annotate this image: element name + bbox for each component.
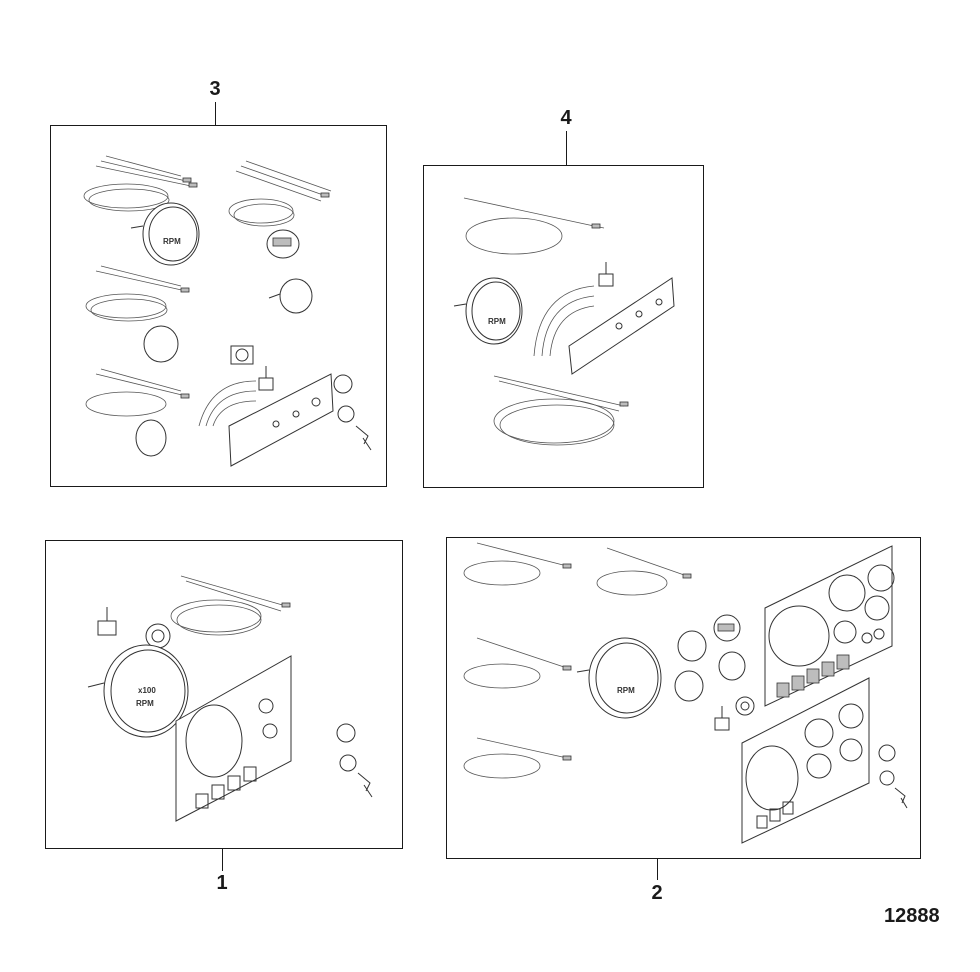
digital-gauge — [266, 229, 300, 259]
key-switch — [878, 744, 908, 809]
wiring-harness — [596, 547, 692, 596]
gauge — [718, 651, 746, 681]
gauge — [674, 670, 704, 702]
wiring-harness — [463, 737, 572, 779]
tachometer-gauge: RPM x100 — [87, 644, 189, 738]
wiring-harness — [463, 542, 572, 586]
toggle-switch — [598, 262, 614, 287]
svg-text:RPM: RPM — [163, 237, 181, 246]
svg-text:x100: x100 — [138, 686, 156, 695]
svg-text:RPM: RPM — [136, 699, 154, 708]
panel-4-gauge-kit: RPM — [423, 165, 704, 488]
figure-id: 12888 — [884, 905, 940, 927]
panel-2-gauge-kit: RPM — [446, 537, 921, 859]
callout-3: 3 — [209, 78, 221, 100]
ignition-switch — [230, 345, 254, 365]
tachometer-gauge: RPM — [453, 277, 523, 345]
callout-2: 2 — [651, 882, 663, 904]
callout-4: 4 — [560, 107, 572, 129]
wiring-harness — [170, 575, 291, 636]
wiring-harness — [85, 368, 190, 417]
dash-panel — [175, 655, 292, 822]
wiring-harness — [463, 197, 605, 255]
gauge — [268, 278, 313, 314]
wiring-harness — [463, 637, 572, 689]
wiring-harness — [85, 265, 190, 322]
key-switch — [333, 374, 372, 451]
mounting-bracket — [533, 277, 675, 375]
wiring-harness — [83, 155, 198, 212]
gauge — [135, 419, 167, 457]
leader-line-2 — [657, 859, 658, 880]
gauge — [677, 630, 707, 662]
key-switch — [336, 723, 373, 798]
leader-line-3 — [215, 102, 216, 125]
gauge — [143, 325, 179, 363]
tachometer-gauge: RPM — [576, 637, 662, 719]
svg-text:RPM: RPM — [617, 686, 635, 695]
mounting-bracket — [198, 373, 334, 467]
wiring-harness — [228, 160, 332, 227]
toggle-switch — [714, 706, 730, 731]
panel-2-drawing: RPM — [463, 542, 908, 844]
panel-3-gauge-kit: RPM — [50, 125, 387, 487]
panel-3-drawing: RPM — [83, 155, 372, 467]
digital-gauge — [713, 614, 741, 642]
leader-line-4 — [566, 131, 567, 165]
panel-1-gauge-kit: RPM x100 — [45, 540, 403, 849]
dash-panel-black — [764, 545, 895, 707]
dash-panel — [741, 677, 870, 844]
callout-1: 1 — [216, 872, 228, 894]
panel-1-drawing: RPM x100 — [87, 575, 373, 822]
ignition-switch — [735, 696, 755, 716]
ignition-switch — [145, 623, 171, 649]
tachometer-gauge: RPM — [130, 202, 200, 266]
panel-4-drawing: RPM — [453, 197, 675, 446]
wiring-harness — [493, 375, 629, 446]
toggle-switch — [97, 607, 117, 636]
leader-line-1 — [222, 849, 223, 871]
svg-text:RPM: RPM — [488, 317, 506, 326]
toggle-switch — [258, 366, 274, 391]
